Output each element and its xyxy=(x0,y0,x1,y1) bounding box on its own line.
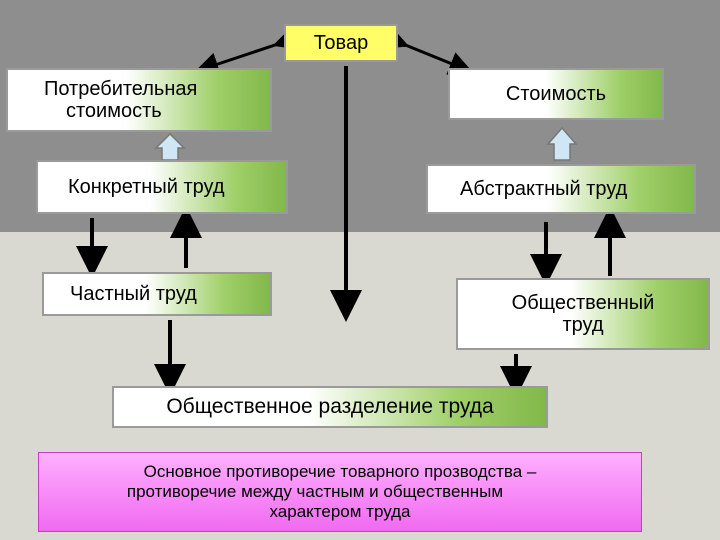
node-social-labor: Общественный труд xyxy=(456,278,710,350)
footer-line2: противоречие между частным и общественны… xyxy=(126,482,504,501)
node-division-of-labor: Общественное разделение труда xyxy=(112,386,548,428)
node-value: Стоимость xyxy=(448,68,664,120)
footer-contradiction: Основное противоречие товарного прозводс… xyxy=(38,452,642,532)
node-abstract-labor: Абстрактный труд xyxy=(426,164,696,214)
node-use-value-line2: стоимость xyxy=(66,100,162,122)
node-private-labor-label: Частный труд xyxy=(70,283,197,305)
node-social-labor-line1: Общественный xyxy=(511,292,655,314)
node-social-labor-line2: труд xyxy=(562,314,604,336)
node-use-value-line1: Потребительная xyxy=(44,78,198,100)
footer-line1: Основное противоречие товарного прозводс… xyxy=(143,462,537,481)
arrow-tovar-value xyxy=(382,26,474,75)
node-tovar: Товар xyxy=(284,24,398,62)
footer-line3: характером труда xyxy=(269,502,411,521)
node-concrete-labor: Конкретный труд xyxy=(36,160,288,214)
arrow-tovar-use-value xyxy=(194,26,300,76)
node-concrete-labor-label: Конкретный труд xyxy=(68,176,225,198)
node-abstract-labor-label: Абстрактный труд xyxy=(460,178,628,200)
hollow-arrow-up-right xyxy=(546,126,578,161)
node-private-labor: Частный труд xyxy=(42,272,272,316)
node-use-value: Потребительная стоимость xyxy=(6,68,272,132)
hollow-arrow-up-left xyxy=(154,132,186,161)
node-value-label: Стоимость xyxy=(505,83,607,105)
node-division-of-labor-label: Общественное разделение труда xyxy=(166,395,494,418)
node-tovar-label: Товар xyxy=(313,32,369,54)
